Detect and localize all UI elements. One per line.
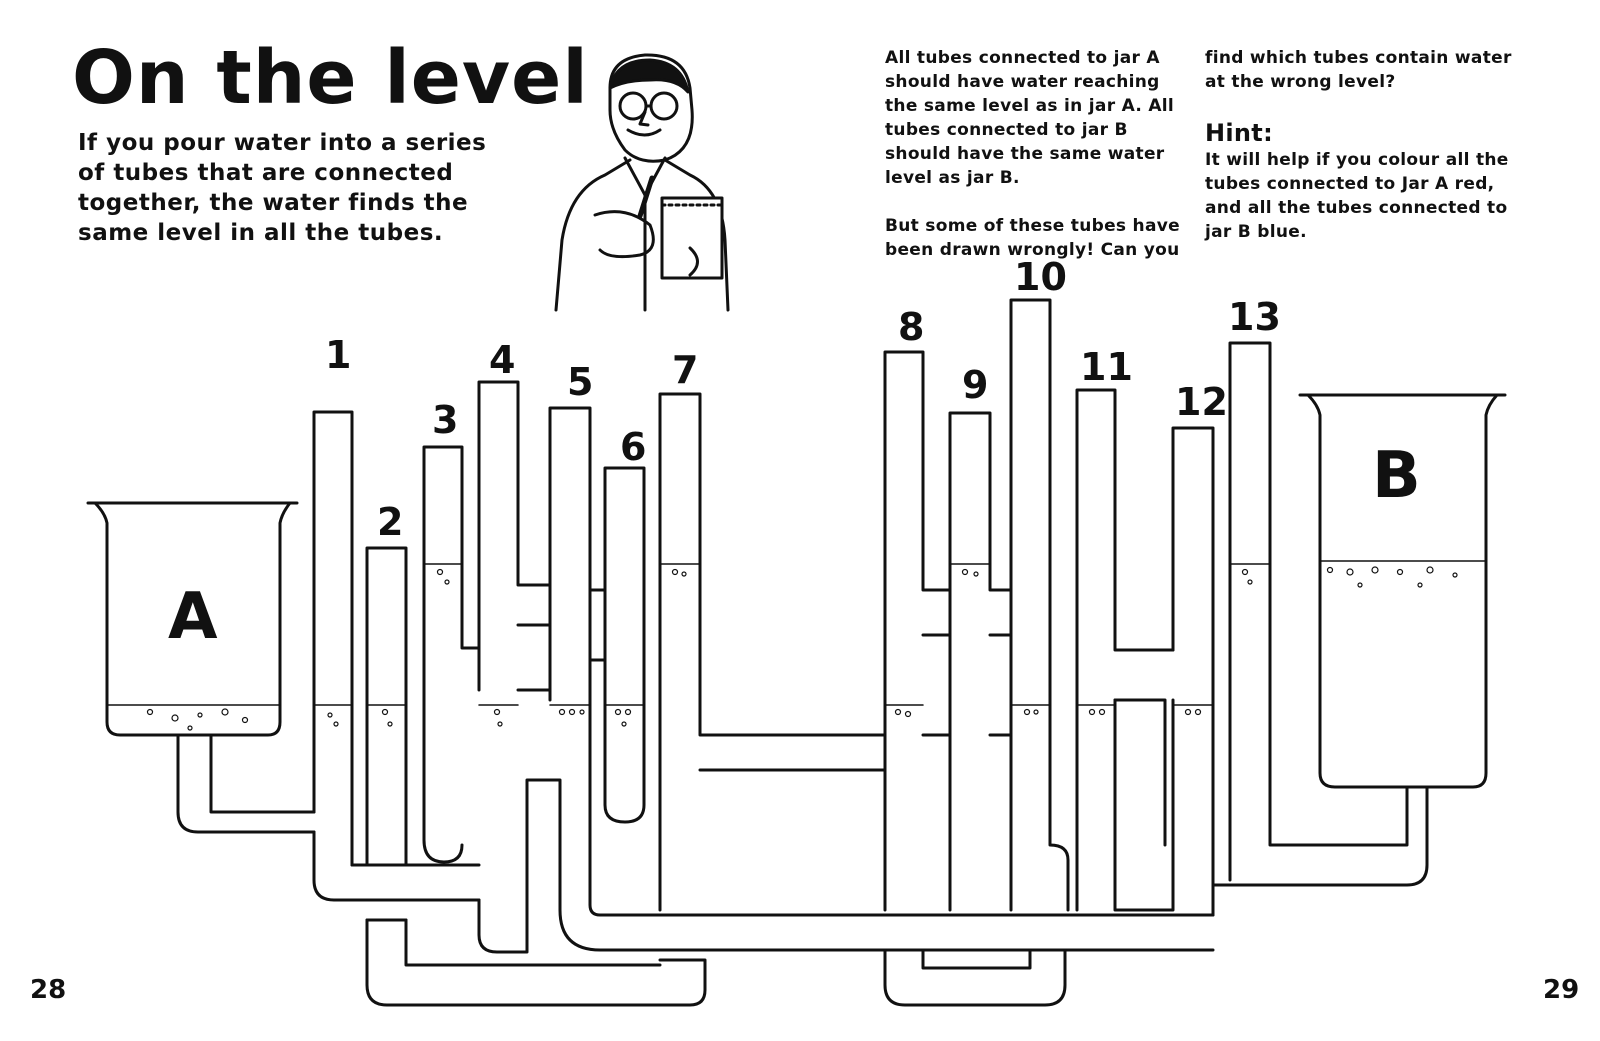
tube-label-2: 2: [377, 500, 403, 544]
tube-label-7: 7: [672, 348, 698, 392]
tube-label-5: 5: [567, 360, 593, 404]
instructions-column-2: find which tubes contain water at the wr…: [1205, 46, 1535, 244]
jar-a: [86, 501, 299, 737]
tube-label-10: 10: [1014, 255, 1067, 299]
tube-12: [1171, 426, 1215, 912]
tube-labels: 1 2 3 4 5 6 7 8 9 10 11 12 13: [325, 255, 1281, 544]
page-title: On the level: [72, 35, 589, 121]
tube-5: [548, 406, 592, 722]
tube-label-8: 8: [898, 305, 924, 349]
jar-b-label: B: [1372, 439, 1421, 513]
tube-label-9: 9: [962, 363, 988, 407]
intro-text: If you pour water into a series of tubes…: [78, 130, 487, 246]
tube-bodies: [312, 298, 1409, 912]
hint-text: It will help if you colour all the tubes…: [1205, 150, 1509, 242]
instructions-paragraph-1: All tubes connected to jar A should have…: [885, 48, 1175, 188]
tube-label-3: 3: [432, 398, 458, 442]
tube-label-11: 11: [1080, 345, 1133, 389]
jar-b: [1298, 393, 1507, 789]
instructions-column-1: All tubes connected to jar A should have…: [885, 46, 1195, 286]
tube-6: [603, 466, 646, 824]
tube-label-1: 1: [325, 333, 351, 377]
tube-13: [1228, 341, 1409, 882]
instructions-paragraph-2: But some of these tubes have been drawn …: [885, 216, 1180, 260]
instructions-paragraph-3: find which tubes contain water at the wr…: [1205, 48, 1512, 92]
tube-7: [658, 392, 887, 912]
tube-2: [365, 546, 408, 867]
tube-11: [1075, 388, 1175, 912]
tube-4: [477, 380, 552, 692]
jar-a-label: A: [168, 580, 218, 654]
tube-8: [883, 350, 952, 912]
tube-9: [948, 411, 1013, 912]
page-number-right: 29: [1543, 975, 1580, 1005]
tube-10: [1009, 298, 1070, 912]
tube-label-12: 12: [1175, 380, 1228, 424]
water-levels: [313, 563, 1271, 706]
page-number-left: 28: [30, 975, 67, 1005]
scientist-illustration: [554, 53, 730, 312]
tube-label-6: 6: [620, 425, 646, 469]
water-bubbles: [146, 566, 1458, 731]
tube-label-13: 13: [1228, 295, 1281, 339]
tube-1: [312, 410, 354, 867]
connecting-pipes: [176, 588, 1429, 1007]
tube-3: [422, 445, 481, 864]
tube-label-4: 4: [489, 338, 515, 382]
hint-heading: Hint:: [1205, 119, 1273, 147]
